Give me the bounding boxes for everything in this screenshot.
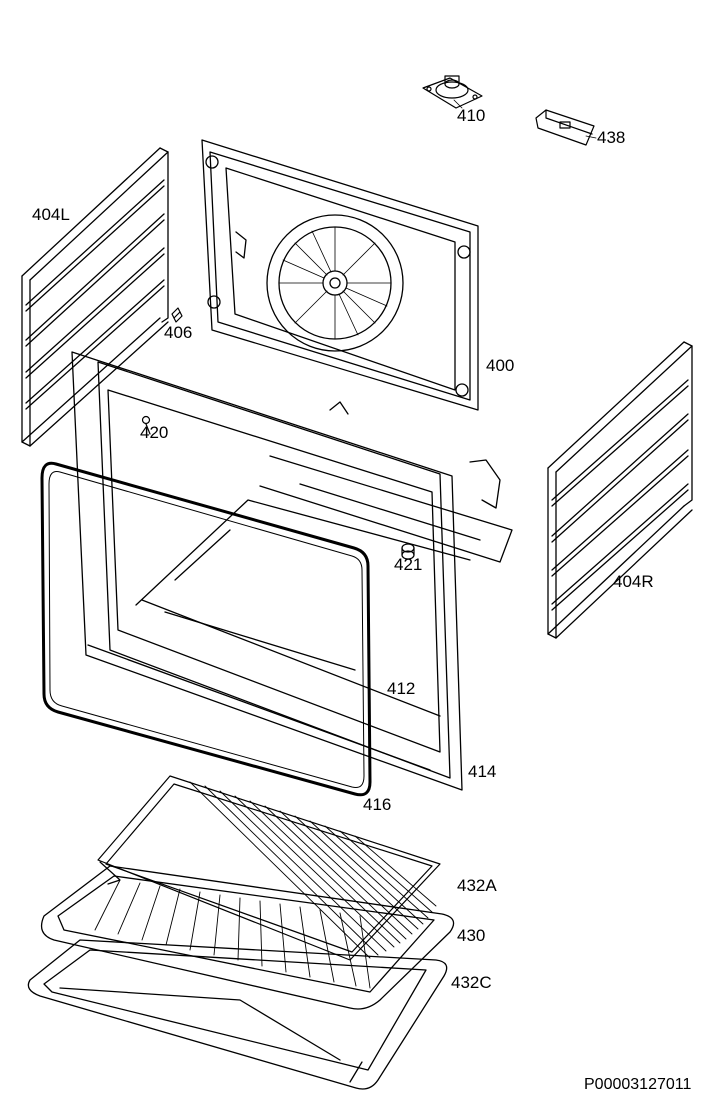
label-414: 414: [468, 762, 497, 781]
part-406-clip: [171, 307, 183, 323]
label-432C: 432C: [451, 973, 492, 992]
part-420-screw: [141, 415, 151, 435]
part-404L-left-rack: [21, 147, 169, 447]
part-421-fitting: [401, 543, 415, 560]
label-432A: 432A: [457, 876, 497, 895]
label-410: 410: [457, 106, 486, 125]
label-420: 420: [140, 423, 169, 442]
label-404L: 404L: [32, 205, 70, 224]
label-412: 412: [387, 679, 416, 698]
part-430-baking-tray: [40, 865, 455, 1010]
label-404R: 404R: [613, 572, 654, 591]
part-404R-right-rack: [547, 341, 693, 639]
label-421: 421: [394, 555, 423, 574]
drawing-code: P00003127011: [584, 1076, 692, 1093]
part-438-bracket: [535, 109, 595, 146]
part-416-gasket: [40, 461, 372, 797]
label-416: 416: [363, 795, 392, 814]
leader-lines: [453, 99, 597, 139]
label-430: 430: [457, 926, 486, 945]
part-414-oven-cavity: [71, 351, 513, 791]
part-400-back-panel: [201, 139, 479, 411]
part-432C-deep-tray: [27, 939, 448, 1090]
label-400: 400: [486, 356, 515, 375]
part-410-motor: [422, 75, 483, 109]
label-438: 438: [597, 128, 626, 147]
label-406: 406: [164, 323, 193, 342]
